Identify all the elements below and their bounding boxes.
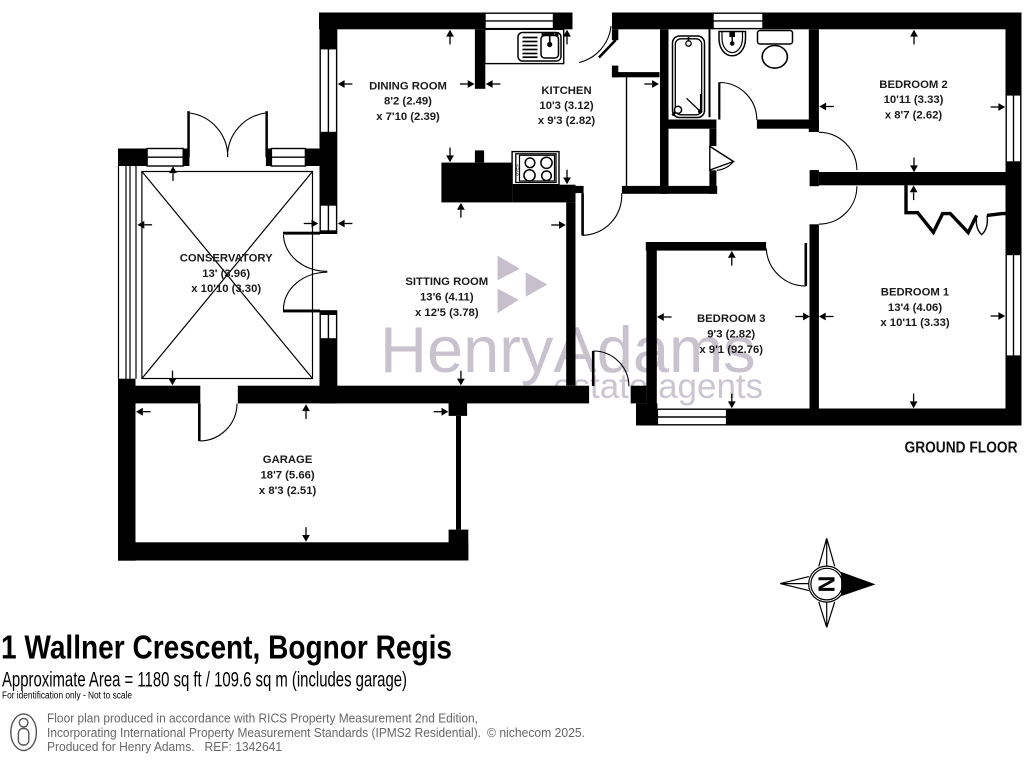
svg-text:Incorporating International Pr: Incorporating International Property Mea… <box>47 725 481 740</box>
svg-text:x 9'3 (2.82): x 9'3 (2.82) <box>538 115 596 127</box>
svg-text:8'2 (2.49): 8'2 (2.49) <box>384 96 432 108</box>
svg-text:x 9'1 (92.76): x 9'1 (92.76) <box>699 344 763 356</box>
svg-text:9'3 (2.82): 9'3 (2.82) <box>707 329 755 341</box>
svg-text:Produced for Henry Adams. RE: Produced for Henry Adams. REF: 1342641 <box>47 739 282 754</box>
svg-text:BEDROOM 3: BEDROOM 3 <box>697 313 765 325</box>
svg-text:KITCHEN: KITCHEN <box>541 85 591 97</box>
svg-text:GROUND FLOOR: GROUND FLOOR <box>905 440 1018 457</box>
svg-text:x 8'7 (2.62): x 8'7 (2.62) <box>885 109 943 121</box>
svg-text:13'4 (4.06): 13'4 (4.06) <box>888 302 942 314</box>
svg-text:x 12'5 (3.78): x 12'5 (3.78) <box>415 307 479 319</box>
svg-text:OVEN: OVEN <box>514 164 519 176</box>
svg-text:x 7'10 (2.39): x 7'10 (2.39) <box>376 111 440 123</box>
svg-text:18'7 (5.66): 18'7 (5.66) <box>261 469 315 481</box>
svg-text:x 10'10 (3.30): x 10'10 (3.30) <box>191 283 261 295</box>
svg-text:13'6 (4.11): 13'6 (4.11) <box>420 292 474 304</box>
svg-text:CONSERVATORY: CONSERVATORY <box>180 253 273 265</box>
svg-text:10'11 (3.33): 10'11 (3.33) <box>884 94 944 106</box>
svg-text:BEDROOM 2: BEDROOM 2 <box>879 79 947 91</box>
svg-text:DINING ROOM: DINING ROOM <box>369 80 447 92</box>
svg-text:13' (3.96): 13' (3.96) <box>202 268 250 280</box>
svg-text:Approximate Area = 1180 sq ft: Approximate Area = 1180 sq ft / 109.6 sq… <box>2 669 407 692</box>
svg-text:Floor plan produced in accorda: Floor plan produced in accordance with R… <box>47 711 478 726</box>
svg-text:x 8'3 (2.51): x 8'3 (2.51) <box>259 485 317 497</box>
svg-text:© nichecom 2025.: © nichecom 2025. <box>487 725 585 740</box>
svg-text:10'3 (3.12): 10'3 (3.12) <box>539 100 593 112</box>
svg-text:N: N <box>814 576 840 593</box>
svg-text:SITTING ROOM: SITTING ROOM <box>405 276 488 288</box>
svg-text:GARAGE: GARAGE <box>263 454 313 466</box>
svg-text:BEDROOM 1: BEDROOM 1 <box>881 287 949 299</box>
svg-text:x 10'11 (3.33): x 10'11 (3.33) <box>880 317 950 329</box>
svg-text:For identification only - Not: For identification only - Not to scale <box>2 691 132 702</box>
svg-text:1 Wallner Crescent, Bognor Reg: 1 Wallner Crescent, Bognor Regis <box>1 629 452 666</box>
